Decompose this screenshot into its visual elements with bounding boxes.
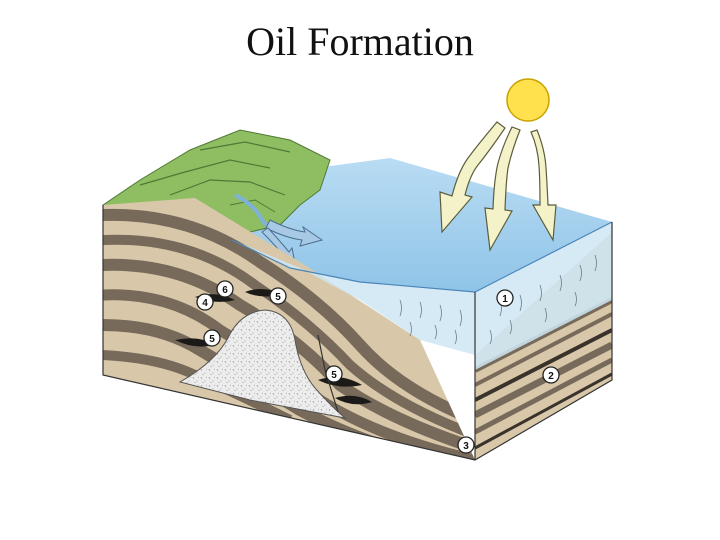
marker-1: 1	[497, 290, 513, 306]
sun-icon	[507, 79, 549, 121]
marker-2: 2	[543, 367, 559, 383]
marker-4: 4	[197, 294, 213, 310]
marker-5-left: 5	[204, 330, 220, 346]
svg-text:5: 5	[331, 370, 337, 381]
svg-text:4: 4	[202, 298, 208, 309]
svg-text:3: 3	[463, 441, 469, 452]
marker-5-fault: 5	[326, 366, 342, 382]
svg-text:6: 6	[222, 285, 228, 296]
marker-3: 3	[458, 437, 474, 453]
svg-text:2: 2	[548, 371, 554, 382]
marker-5-upper: 5	[270, 288, 286, 304]
svg-text:5: 5	[275, 292, 281, 303]
svg-text:5: 5	[209, 334, 215, 345]
marker-6: 6	[217, 281, 233, 297]
svg-text:1: 1	[502, 294, 508, 305]
